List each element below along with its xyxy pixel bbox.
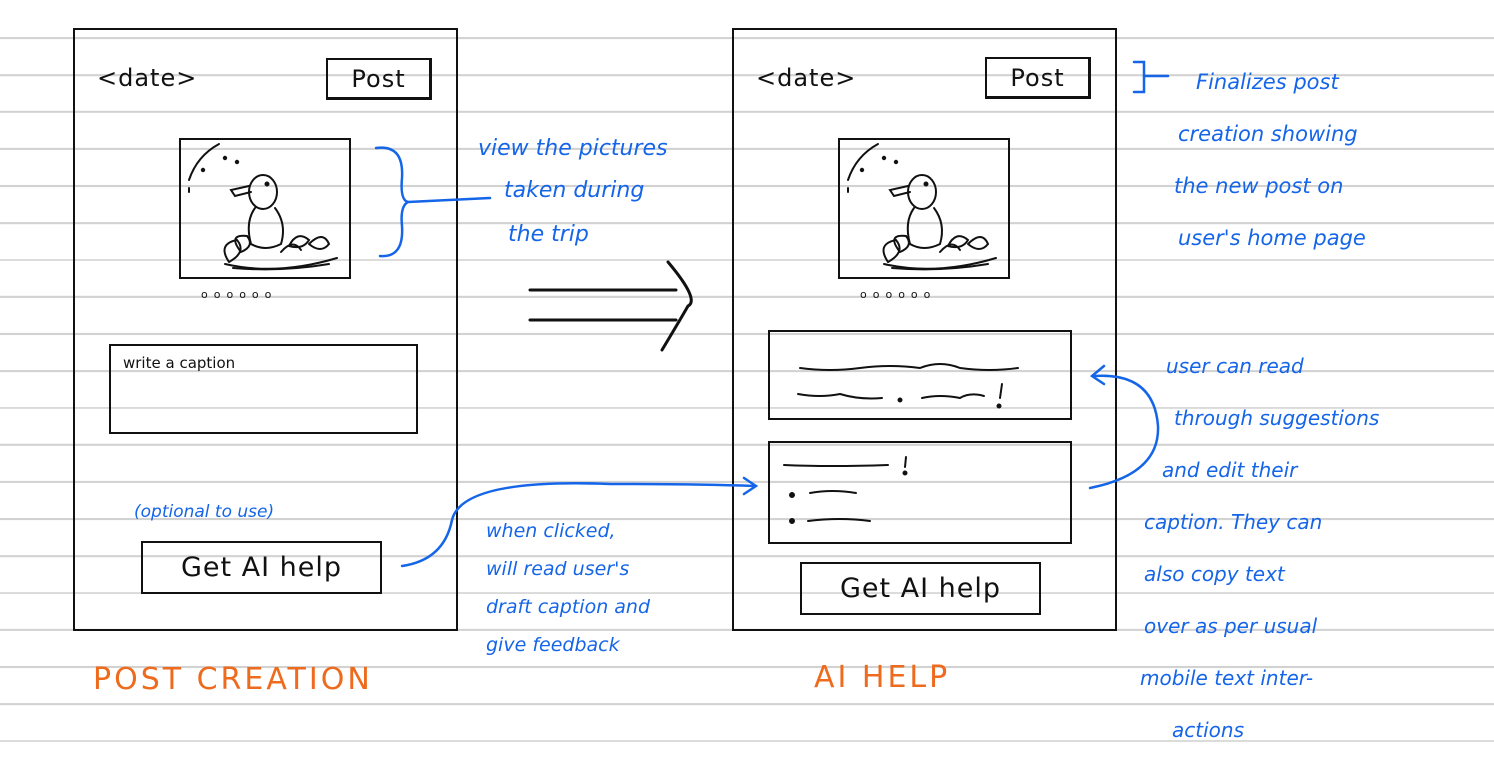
transition-arrow-head bbox=[660, 260, 693, 352]
note-line: Finalizes post bbox=[1196, 70, 1339, 94]
get-ai-help-button[interactable]: Get AI help bbox=[141, 541, 382, 594]
note-line: the trip bbox=[508, 222, 589, 247]
note-line: caption. They can bbox=[1144, 510, 1323, 534]
photo-carousel-dots[interactable]: oooooo bbox=[201, 288, 278, 301]
suggestions-note: user can read through suggestions and ed… bbox=[1140, 340, 1380, 756]
caption-placeholder: write a caption bbox=[123, 354, 236, 372]
note-line: user can read bbox=[1166, 354, 1304, 378]
get-ai-help-button[interactable]: Get AI help bbox=[800, 562, 1041, 615]
post-button[interactable]: Post bbox=[985, 57, 1091, 99]
note-line: also copy text bbox=[1144, 562, 1285, 586]
note-line: through suggestions bbox=[1174, 406, 1380, 430]
feedback-scribble bbox=[783, 456, 908, 524]
optional-note: (optional to use) bbox=[134, 502, 275, 522]
pictures-note: view the pictures taken during the trip bbox=[478, 124, 668, 260]
note-line: mobile text inter- bbox=[1140, 666, 1314, 690]
ai-suggestion-card[interactable] bbox=[768, 330, 1072, 420]
post-bracket bbox=[1132, 60, 1146, 94]
note-line: draft caption and bbox=[486, 596, 651, 618]
note-line: when clicked, bbox=[486, 520, 616, 542]
ai-help-screen bbox=[732, 28, 1117, 631]
date-label: <date> bbox=[756, 64, 857, 92]
note-line: give feedback bbox=[486, 634, 620, 656]
click-behavior-note: when clicked, will read user's draft cap… bbox=[486, 512, 650, 664]
note-line: actions bbox=[1172, 718, 1244, 742]
photo-sketch bbox=[847, 143, 997, 271]
ai-help-title: AI HELP bbox=[814, 660, 951, 695]
photo-preview bbox=[838, 138, 1010, 279]
note-line: and edit their bbox=[1162, 458, 1298, 482]
note-line: over as per usual bbox=[1144, 614, 1318, 638]
note-line: creation showing bbox=[1178, 122, 1358, 146]
post-creation-title: POST CREATION bbox=[93, 662, 373, 697]
finalize-note: Finalizes post creation showing the new … bbox=[1174, 56, 1366, 264]
note-line: taken during bbox=[504, 178, 645, 203]
post-creation-screen bbox=[73, 28, 458, 631]
note-line: view the pictures bbox=[478, 136, 668, 161]
photo-preview bbox=[179, 138, 351, 279]
photo-sketch bbox=[188, 143, 338, 271]
photo-carousel-dots[interactable]: oooooo bbox=[860, 288, 937, 301]
suggestion-scribble bbox=[797, 363, 1019, 409]
post-button[interactable]: Post bbox=[326, 58, 432, 100]
note-line: the new post on bbox=[1174, 174, 1344, 198]
note-line: will read user's bbox=[486, 558, 630, 580]
date-label: <date> bbox=[97, 64, 198, 92]
note-line: user's home page bbox=[1178, 226, 1366, 250]
caption-input[interactable]: write a caption bbox=[109, 344, 418, 434]
ai-feedback-card[interactable] bbox=[768, 441, 1072, 544]
